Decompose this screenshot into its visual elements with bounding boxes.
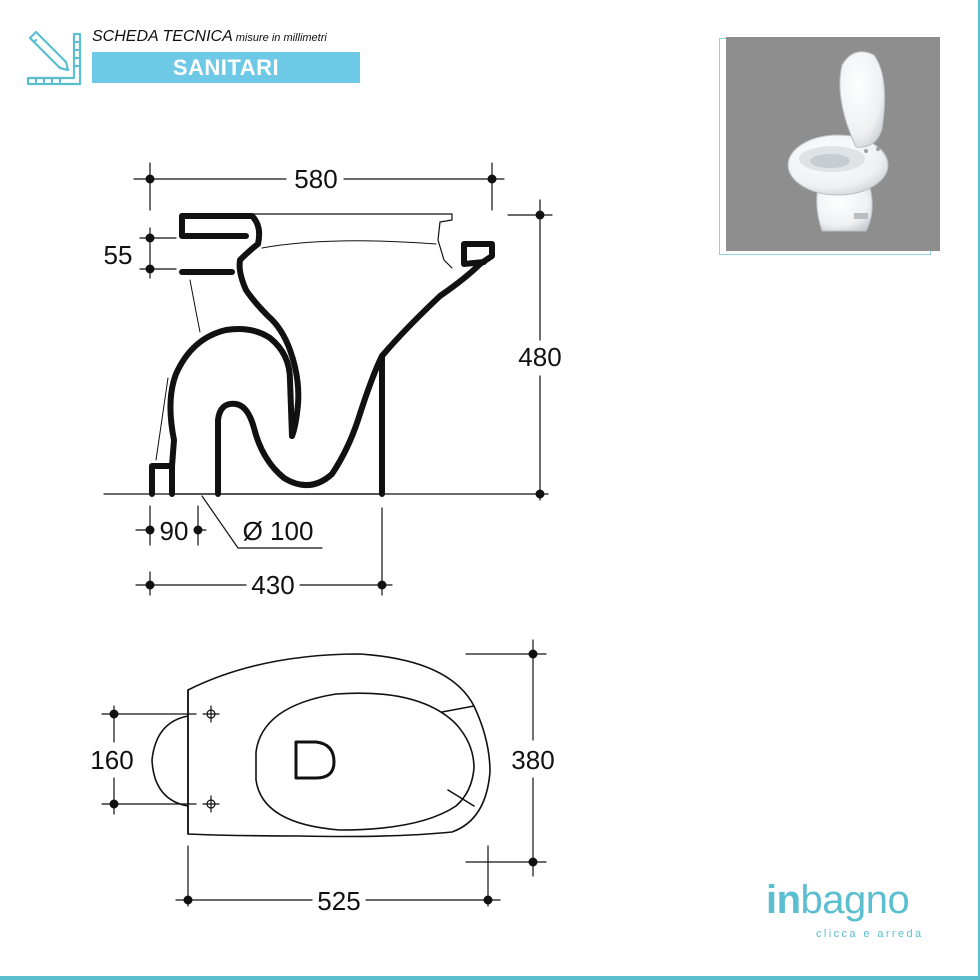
dimension-markers: [109, 174, 545, 905]
top-view-dimensions: [101, 639, 547, 907]
category-label: SANITARI: [92, 52, 360, 83]
dimension-width-total: 580: [294, 164, 337, 194]
dimension-inlet-height: 55: [104, 240, 133, 270]
brand-logo: inbagno clicca e arreda: [766, 878, 946, 948]
dimension-outlet-diameter: Ø 100: [243, 516, 314, 546]
toilet-photo-image: [787, 51, 889, 232]
dimension-base-depth: 430: [251, 570, 294, 600]
dimension-top-width: 380: [511, 745, 554, 775]
product-photo: [719, 37, 940, 255]
dimension-outlet-offset: 90: [160, 516, 189, 546]
brand-name: inbagno: [766, 878, 910, 922]
toilet-side-view: [103, 213, 549, 497]
toilet-top-view: [151, 653, 491, 838]
dimension-top-length: 525: [317, 886, 360, 916]
pencil-ruler-icon: [26, 30, 82, 86]
dimension-fixing-spacing: 160: [90, 745, 133, 775]
brand-tagline: clicca e arreda: [816, 928, 924, 940]
dimension-height-total: 480: [518, 342, 561, 372]
fixing-point-icon: [202, 705, 220, 813]
